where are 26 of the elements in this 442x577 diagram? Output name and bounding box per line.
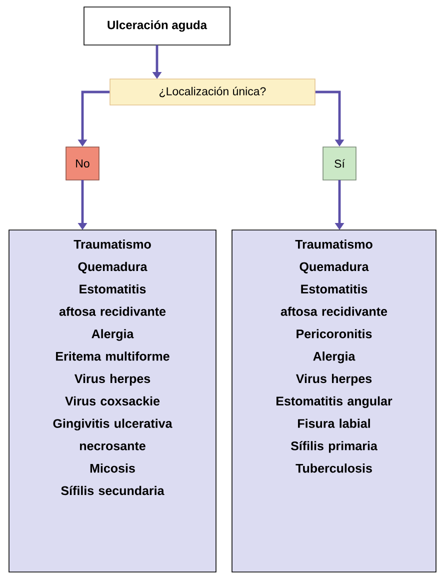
answer-box: No xyxy=(66,146,100,180)
node-label: Tuberculosis xyxy=(296,464,372,473)
node-label: Alergia xyxy=(313,352,356,364)
node-label: Quemadura xyxy=(300,262,369,274)
node-label: Fisura labial xyxy=(298,418,370,428)
answer-box: Sí xyxy=(322,146,356,180)
node-label: Virus herpes xyxy=(74,374,150,386)
node-label: Virus herpes xyxy=(296,374,372,386)
node-label: Estomatitis aftosa recidivante xyxy=(280,284,388,316)
node-label: Alergia xyxy=(92,329,134,341)
node-label: Eritema multiforme xyxy=(56,352,170,361)
decision-box: ¿Localización única? xyxy=(110,78,316,106)
list-box xyxy=(232,230,436,572)
node-label: Sífilis secundaria xyxy=(61,486,164,496)
list-box xyxy=(8,230,216,572)
node-label: Quemadura xyxy=(78,262,148,274)
node-label: Estomatitis angular xyxy=(276,396,392,408)
node-label: Traumatismo xyxy=(295,240,372,249)
node-label: Estomatitis aftosa recidivante xyxy=(59,284,166,316)
node-label: Virus coxsackie xyxy=(65,396,160,406)
node-label: Pericoronitis xyxy=(296,329,372,338)
start-box: Ulceración aguda xyxy=(84,6,230,46)
node-label: Micosis xyxy=(90,464,135,473)
node-label: Sífilis primaria xyxy=(290,441,378,453)
node-label: Traumatismo xyxy=(74,240,151,249)
node-label: Gingivitis ulcerativa necrosante xyxy=(53,418,172,450)
